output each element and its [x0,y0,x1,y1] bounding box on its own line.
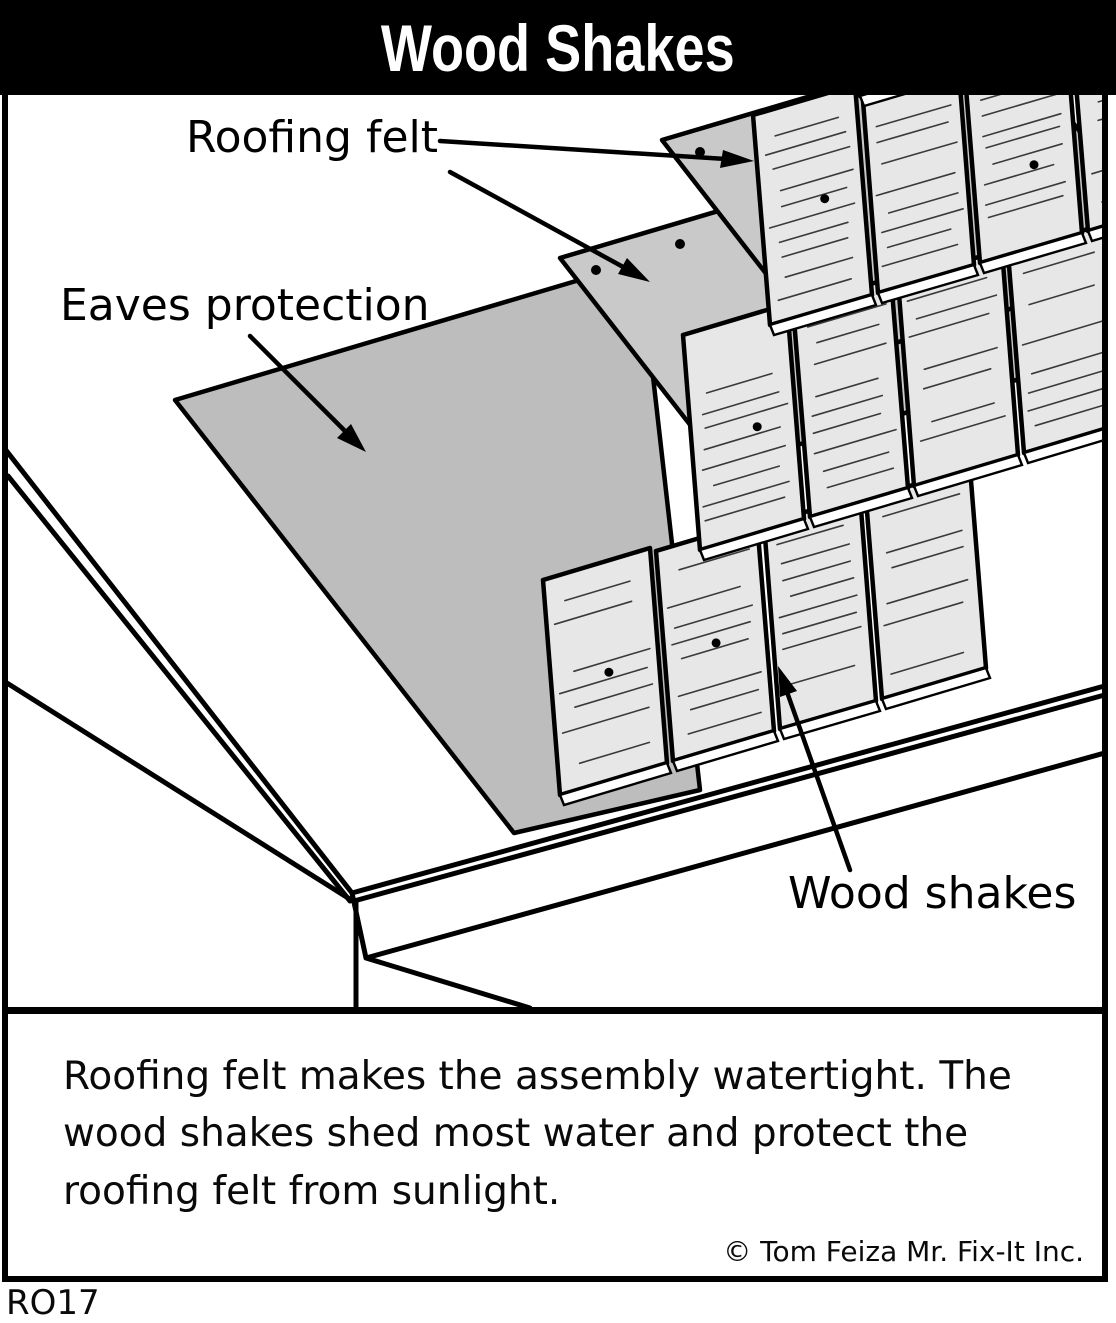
arrow-wood-shakes [778,666,853,873]
caption-text: Roofing felt makes the assembly watertig… [63,1054,1012,1214]
roof-diagram: Roofing felt Eaves protection Wood shake… [8,95,1102,1007]
label-roofing-felt: Roofing felt [186,112,438,163]
roof-edge-structure [8,448,1102,1007]
label-wood-shakes: Wood shakes [788,868,1076,919]
wood-shakes-group [540,95,1102,807]
arrow-roofing-felt-lower [447,169,650,282]
copyright-credit: © Tom Feiza Mr. Fix-It Inc. [723,1235,1084,1268]
diagram-labels: Roofing felt Eaves protection Wood shake… [60,112,1076,919]
caption-box: Roofing felt makes the assembly watertig… [2,1014,1108,1282]
illustration-box: Roofing felt Eaves protection Wood shake… [2,95,1108,1014]
page-title: Wood Shakes [381,10,735,85]
label-eaves-protection: Eaves protection [60,280,430,331]
arrow-roofing-felt-upper [437,138,754,168]
figure-code: RO17 [6,1283,100,1323]
arrow-eaves-protection [247,333,366,452]
title-bar: Wood Shakes [0,0,1116,95]
